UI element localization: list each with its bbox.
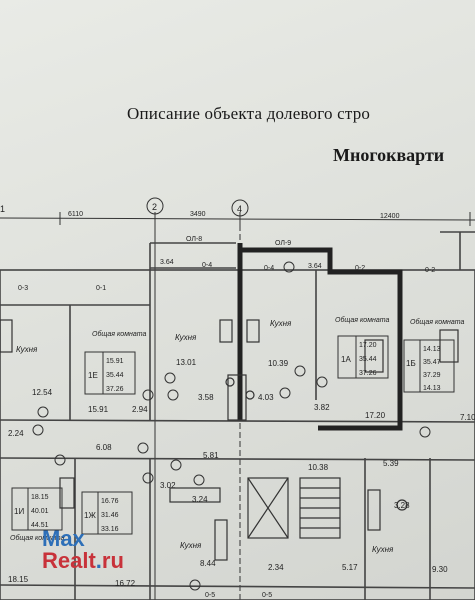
apartment-value: 33.16	[101, 526, 119, 533]
area-label: 3.02	[160, 481, 176, 490]
apartment-1ZH: 1Ж 16.76 31.46 33.16	[81, 491, 133, 535]
apartment-value: 16.76	[101, 498, 119, 505]
area-label: 3.58	[198, 393, 214, 402]
apartment-1B: 1Б 14.13 35.47 37.29 14.13	[403, 339, 455, 393]
apartment-code: 1Е	[88, 371, 98, 380]
wall-label: 0-1	[96, 285, 106, 292]
wall-label: ОЛ-9	[275, 240, 291, 247]
apartment-value: 35.47	[423, 359, 441, 366]
apartment-value: 14.13	[423, 346, 441, 353]
room-name: Общая комната	[335, 316, 389, 324]
area-label: 6.08	[96, 443, 112, 452]
area-label: 3.82	[314, 403, 330, 412]
apartment-value: 17.20	[359, 342, 377, 349]
wall-label: ОЛ-8	[186, 236, 202, 243]
document-title: Описание объекта долевого стро	[127, 104, 371, 123]
dimension-label: 12400	[380, 213, 400, 220]
area-label: 17.20	[365, 411, 386, 420]
area-label: 4.03	[258, 393, 274, 402]
area-label: 3.28	[394, 501, 410, 510]
wall-label: 0-2	[355, 265, 365, 272]
apartment-1A: 1А 17.20 35.44 37.26	[337, 335, 389, 379]
apartment-code: 1Ж	[84, 511, 96, 520]
wall-label: 0-3	[18, 285, 28, 292]
wall-label: 0-4	[264, 265, 274, 272]
room-name: Общая комната	[10, 534, 64, 542]
apartment-value: 18.15	[31, 494, 49, 501]
area-label: 18.15	[8, 575, 29, 584]
area-label: 2.94	[132, 405, 148, 414]
dimension-label: 6110	[68, 211, 83, 218]
area-label: 5.39	[383, 459, 399, 468]
area-label: 9.30	[432, 565, 448, 574]
apartment-value: 44.51	[31, 522, 49, 529]
wall-label: 0-5	[205, 592, 215, 599]
apartment-1I: 1И 18.15 40.01 44.51	[11, 487, 63, 531]
wall-label: 0-4	[202, 262, 212, 269]
axis-label-4: 4	[237, 204, 242, 214]
area-label: 5.81	[203, 451, 219, 460]
room-name: Кухня	[180, 541, 202, 550]
area-label: 2.34	[268, 563, 284, 572]
apartment-value: 35.44	[106, 372, 124, 379]
dimension-label: 3490	[190, 211, 206, 218]
room-name: Кухня	[372, 545, 394, 554]
document-subtitle: Многокварти	[333, 145, 445, 165]
area-label: 16.72	[115, 579, 136, 588]
room-name: Общая комната	[410, 318, 464, 326]
room-name: Кухня	[270, 319, 292, 328]
axis-label-edge: 1	[0, 204, 5, 214]
area-label: 13.01	[176, 358, 197, 367]
apartment-code: 1А	[341, 355, 351, 364]
area-label: 7.10	[460, 413, 475, 422]
wall-label: 0-2	[425, 267, 435, 274]
apartment-code: 1Б	[406, 359, 416, 368]
apartment-value: 37.26	[359, 370, 377, 377]
room-name: Общая комната	[92, 330, 146, 338]
watermark-logo-bottom: Realt.ru	[42, 548, 124, 573]
area-label: 3.64	[160, 259, 174, 266]
apartment-value: 15.91	[106, 358, 124, 365]
apartment-value: 31.46	[101, 512, 119, 519]
area-label: 10.39	[268, 359, 289, 368]
area-label: 2.24	[8, 429, 24, 438]
apartment-code: 1И	[14, 507, 24, 516]
apartment-value: 37.26	[106, 386, 124, 393]
area-label: 12.54	[32, 388, 53, 397]
apartment-value: 35.44	[359, 356, 377, 363]
area-label: 10.38	[308, 463, 329, 472]
area-label: 15.91	[88, 405, 109, 414]
area-label: 8.44	[200, 559, 216, 568]
apartment-value: 37.29	[423, 372, 441, 379]
wall-label: 0-5	[262, 592, 272, 599]
area-label: 5.17	[342, 563, 358, 572]
apartment-value: 40.01	[31, 508, 49, 515]
apartment-1E: 1Е 15.91 35.44 37.26	[84, 351, 136, 395]
area-label: 3.64	[308, 263, 322, 270]
room-name: Кухня	[175, 333, 197, 342]
area-label: 3.24	[192, 495, 208, 504]
room-name: Кухня	[16, 345, 38, 354]
apartment-value: 14.13	[423, 385, 441, 392]
watermark-logo-top: Max	[42, 526, 85, 551]
axis-label-2: 2	[152, 202, 157, 212]
